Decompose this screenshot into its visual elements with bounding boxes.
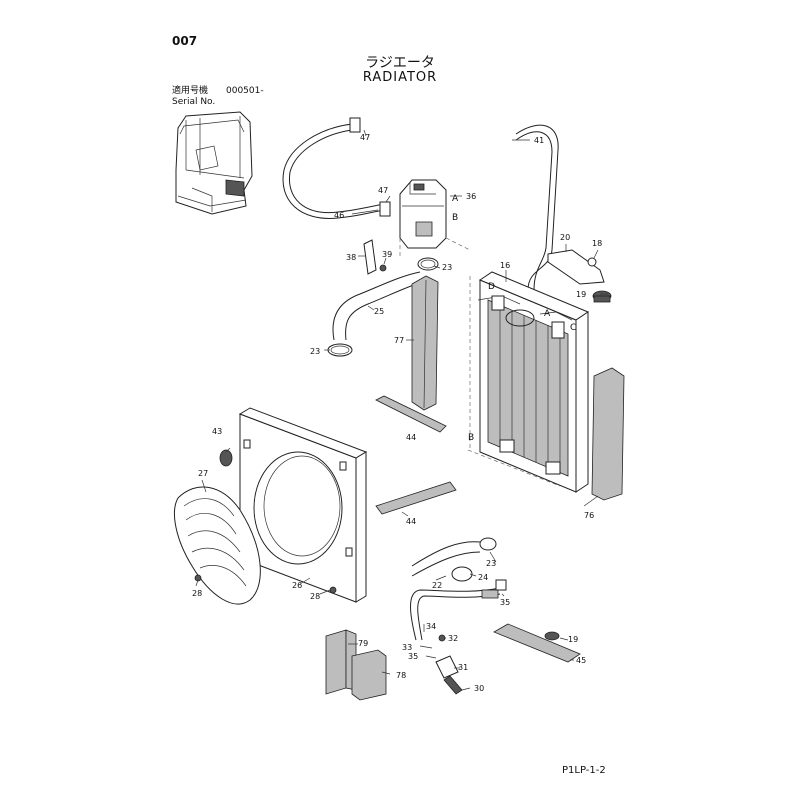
cap-43 — [219, 449, 233, 467]
overflow-hose-41 — [515, 124, 559, 312]
serial-value: 000501- — [226, 86, 264, 96]
page-title-en: RADIATOR — [362, 70, 438, 85]
connection-letter-a: A — [452, 194, 459, 204]
reserve-tank — [399, 179, 471, 258]
callout-44: 44 — [406, 433, 416, 442]
seal-77 — [411, 275, 439, 411]
fan-guard-27 — [174, 486, 261, 605]
callout-19: 19 — [568, 635, 578, 644]
callout-31: 31 — [458, 663, 468, 672]
callout-labels: 47 41 47 36 46 20 18 38 39 23 16 19 25 7… — [192, 133, 602, 693]
callout-36: 36 — [466, 192, 476, 201]
mount-plate-45 — [493, 623, 581, 663]
upper-hose-25 — [332, 271, 429, 341]
page-number: 007 — [172, 34, 198, 48]
footer-code: P1LP-1-2 — [562, 765, 606, 776]
callout-78: 78 — [396, 671, 406, 680]
drain-hose-34 — [410, 579, 507, 641]
leader-lines — [195, 129, 608, 691]
seal-44-upper — [375, 395, 447, 433]
serial-label-en: Serial No. — [172, 97, 216, 107]
callout-19: 19 — [576, 290, 586, 299]
seal-76 — [591, 367, 625, 501]
seal-79 — [325, 629, 357, 695]
callout-35: 35 — [408, 652, 418, 661]
connection-letter-a: A — [544, 309, 551, 319]
callout-20: 20 — [560, 233, 570, 242]
callout-45: 45 — [576, 656, 586, 665]
callout-77: 77 — [394, 336, 404, 345]
callout-41: 41 — [534, 136, 544, 145]
callout-46: 46 — [334, 211, 344, 220]
radiator-core — [467, 271, 590, 493]
callout-38: 38 — [346, 253, 356, 262]
callout-16: 16 — [500, 261, 510, 270]
callout-43: 43 — [212, 427, 222, 436]
callout-22: 22 — [432, 581, 442, 590]
callout-26: 26 — [292, 581, 302, 590]
callout-23: 23 — [442, 263, 452, 272]
callout-24: 24 — [478, 573, 488, 582]
connection-letter-c: C — [570, 323, 576, 333]
callout-27: 27 — [198, 469, 208, 478]
clamp-23-lower — [327, 343, 353, 357]
serial-label-jp: 適用号機 — [172, 86, 209, 96]
callout-23: 23 — [486, 559, 496, 568]
bracket-20 — [547, 249, 605, 285]
callout-34: 34 — [426, 622, 436, 631]
connection-letter-b: B — [452, 213, 458, 223]
connection-letter-b: B — [468, 433, 474, 443]
callout-39: 39 — [382, 250, 392, 259]
callout-44: 44 — [406, 517, 416, 526]
callout-28: 28 — [310, 592, 320, 601]
callout-79: 79 — [358, 639, 368, 648]
callout-30: 30 — [474, 684, 484, 693]
bracket-38 — [363, 239, 387, 275]
callout-35: 35 — [500, 598, 510, 607]
callout-18: 18 — [592, 239, 602, 248]
seal-78 — [351, 649, 387, 701]
callout-32: 32 — [448, 634, 458, 643]
page-title-jp: ラジエータ — [365, 55, 435, 71]
lower-hose-22 — [411, 537, 497, 582]
callout-33: 33 — [402, 643, 412, 652]
callout-76: 76 — [584, 511, 594, 520]
callout-47: 47 — [360, 133, 370, 142]
cushion-19-upper — [592, 290, 612, 303]
seal-44-lower — [375, 481, 457, 515]
clamp-23-upper — [417, 257, 439, 271]
callout-25: 25 — [374, 307, 384, 316]
callout-47: 47 — [378, 186, 388, 195]
callout-23: 23 — [310, 347, 320, 356]
callout-28: 28 — [192, 589, 202, 598]
drain-cock-31 — [435, 634, 463, 695]
overflow-hose-46 — [282, 117, 391, 219]
connection-letters: A B D A C B — [452, 194, 576, 443]
connection-letter-d: D — [488, 282, 495, 292]
serial-block: 適用号機 Serial No. 000501- — [172, 86, 264, 108]
bolt-28-shroud — [329, 586, 337, 594]
machine-thumbnail — [175, 111, 253, 215]
